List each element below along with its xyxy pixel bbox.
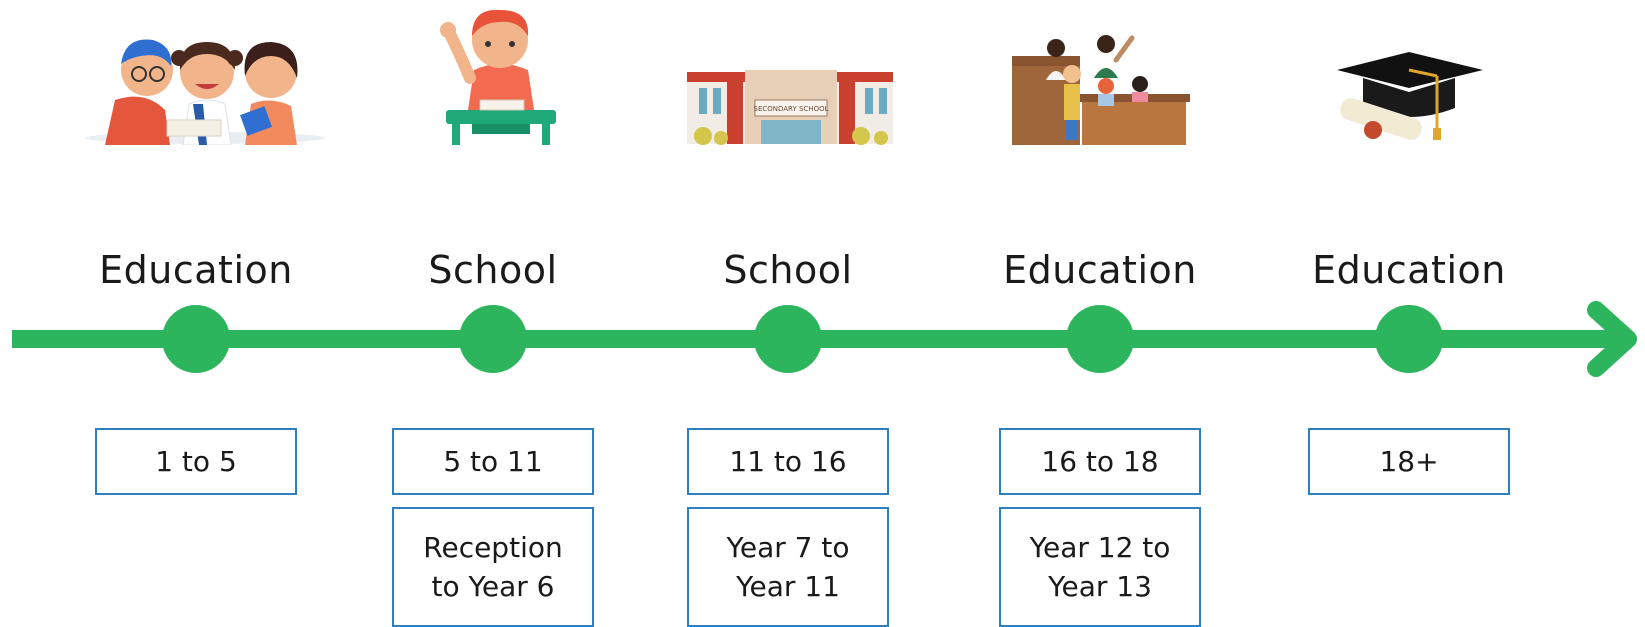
year-box-4: Year 12 to Year 13 xyxy=(999,507,1201,627)
age-box-5: 18+ xyxy=(1308,428,1510,495)
stage-label-3: School xyxy=(723,248,853,292)
stage-label-5: Education xyxy=(1312,248,1506,292)
child-at-desk-icon xyxy=(388,0,648,145)
students-classroom-icon xyxy=(1008,0,1268,145)
year-box-2: Reception to Year 6 xyxy=(392,507,594,627)
age-box-3: 11 to 16 xyxy=(687,428,889,495)
stage-label-2: School xyxy=(428,248,558,292)
school-sign-text: SECONDARY SCHOOL xyxy=(754,105,829,113)
timeline-node-5 xyxy=(1375,305,1443,373)
timeline-node-2 xyxy=(459,305,527,373)
school-building-icon: SECONDARY SCHOOL xyxy=(683,0,943,145)
year-box-3: Year 7 to Year 11 xyxy=(687,507,889,627)
timeline-node-1 xyxy=(162,305,230,373)
timeline-node-4 xyxy=(1066,305,1134,373)
age-box-4: 16 to 18 xyxy=(999,428,1201,495)
timeline-arrow xyxy=(12,301,1637,377)
children-playing-icon xyxy=(75,0,335,145)
stage-label-4: Education xyxy=(1003,248,1197,292)
age-box-2: 5 to 11 xyxy=(392,428,594,495)
stage-label-1: Education xyxy=(99,248,293,292)
timeline-node-3 xyxy=(754,305,822,373)
graduation-cap-icon xyxy=(1333,0,1593,145)
arrow-head-icon xyxy=(1587,301,1637,377)
age-box-1: 1 to 5 xyxy=(95,428,297,495)
